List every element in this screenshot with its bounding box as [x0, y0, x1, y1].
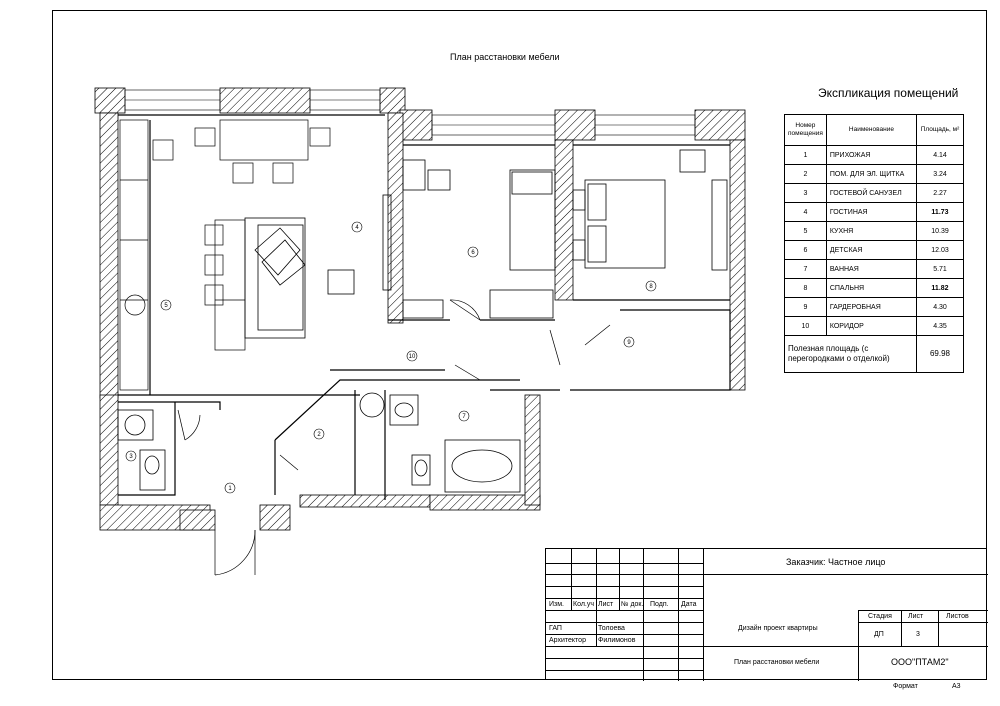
room-area: 3.24 [916, 164, 964, 184]
stage-value: ДП [874, 631, 884, 638]
explication-title: Экспликация помещений [818, 86, 959, 100]
room-name: ДЕТСКАЯ [825, 240, 918, 260]
room-name: ГАРДЕРОБНАЯ [825, 297, 918, 317]
room-area: 2.27 [916, 183, 964, 203]
room-name: ВАННАЯ [825, 259, 918, 279]
room-name: СПАЛЬНЯ [825, 278, 918, 298]
room-number: 2 [784, 164, 827, 184]
total-area: 69.98 [916, 335, 964, 373]
col-header: № док. [621, 601, 644, 608]
total-label: Полезная площадь (с перегородками о отде… [784, 335, 917, 373]
name-architect: Филимонов [598, 637, 636, 644]
room-area: 11.73 [916, 202, 964, 222]
explication-table: Номер помещения Наименование Площадь, м²… [784, 114, 964, 373]
room-area: 12.03 [916, 240, 964, 260]
sheets-label: Листов [946, 613, 969, 620]
room-number: 3 [784, 183, 827, 203]
room-label-8: 8 [649, 284, 653, 290]
col-header: Лист [598, 601, 614, 608]
col-header: Кол.уч [573, 601, 594, 608]
interior-walls [118, 114, 731, 500]
col-header: Изм. [549, 601, 564, 608]
room-area: 5.71 [916, 259, 964, 279]
room-label-1: 1 [228, 486, 232, 492]
room-number: 1 [784, 145, 827, 165]
room-area: 11.82 [916, 278, 964, 298]
sheet-label: Лист [908, 613, 924, 620]
room-label-2: 2 [317, 432, 321, 438]
room-number: 5 [784, 221, 827, 241]
room-name: КУХНЯ [825, 221, 918, 241]
format-value: А3 [952, 683, 961, 690]
bedroom-furniture [572, 149, 728, 271]
room-name: ПРИХОЖАЯ [825, 145, 918, 165]
room-markers [125, 221, 657, 494]
room-area: 4.35 [916, 316, 964, 336]
room-label-3: 3 [129, 454, 133, 460]
header-number: Номер помещения [784, 114, 827, 146]
room-label-4: 4 [355, 225, 359, 231]
room-label-5: 5 [164, 303, 168, 309]
sofa [244, 217, 355, 339]
room-name: ГОСТЕВОЙ САНУЗЕЛ [825, 183, 918, 203]
col-header: Подп. [650, 601, 669, 608]
room-area: 10.39 [916, 221, 964, 241]
room-number: 10 [784, 316, 827, 336]
col-header: Дата [681, 601, 697, 608]
project-name: Дизайн проект квартиры [738, 625, 818, 632]
stage-label: Стадия [868, 613, 892, 620]
room-label-6: 6 [471, 250, 475, 256]
role-architect: Архитектор [549, 637, 586, 644]
name-gap: Толоева [598, 625, 625, 632]
customer-label: Заказчик: Частное лицо [786, 557, 886, 567]
doors [177, 299, 611, 576]
childroom-furniture [382, 159, 556, 319]
explication-header-row: Номер помещения Наименование Площадь, м² [784, 114, 964, 146]
title-block: Заказчик: Частное лицо Изм. Кол.уч Лист … [545, 548, 988, 681]
total-row: Полезная площадь (с перегородками о отде… [784, 335, 964, 373]
room-label-9: 9 [627, 340, 631, 346]
header-area: Площадь, м² [916, 114, 964, 146]
format-label: Формат [893, 683, 918, 690]
role-gap: ГАП [549, 625, 562, 632]
company-name: ООО"ПТАМ2" [891, 657, 949, 667]
room-area: 4.30 [916, 297, 964, 317]
kitchen-furniture [119, 119, 331, 391]
room-name: КОРИДОР [825, 316, 918, 336]
room-name: ГОСТИНАЯ [825, 202, 918, 222]
room-label-10: 10 [409, 354, 416, 360]
sheet-title: План расстановки мебели [734, 659, 820, 666]
windows [124, 89, 696, 136]
exterior-walls [94, 87, 746, 531]
room-number: 9 [784, 297, 827, 317]
room-number: 8 [784, 278, 827, 298]
room-name: ПОМ. ДЛЯ ЭЛ. ЩИТКА [825, 164, 918, 184]
plan-title: План расстановки мебели [450, 52, 560, 62]
room-number: 6 [784, 240, 827, 260]
room-area: 4.14 [916, 145, 964, 165]
drawing-frame [52, 10, 987, 680]
sheet-value: 3 [916, 631, 920, 638]
room-label-7: 7 [462, 414, 466, 420]
room-number: 7 [784, 259, 827, 279]
bathroom-fixtures [117, 392, 521, 493]
room-number: 4 [784, 202, 827, 222]
header-name: Наименование [825, 114, 918, 146]
